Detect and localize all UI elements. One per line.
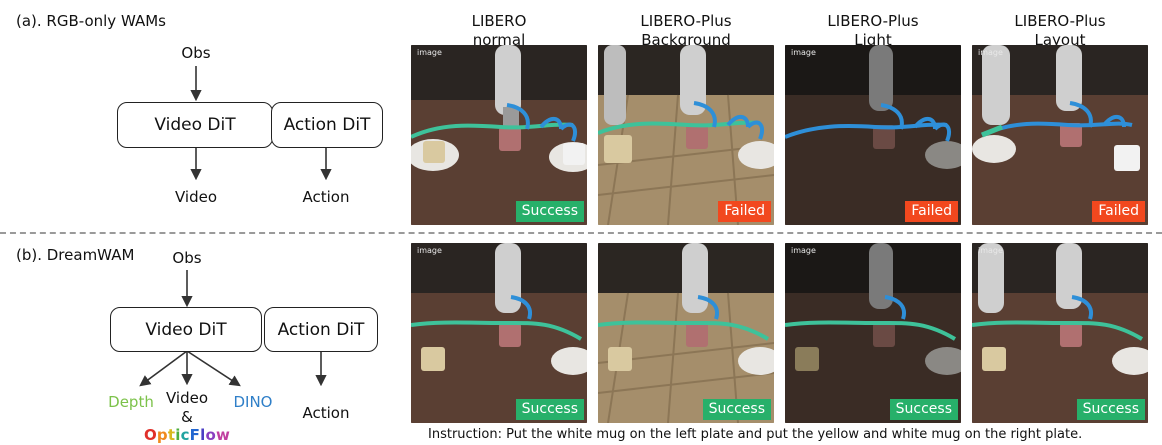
instruction-caption: Instruction: Put the white mug on the le… [428,427,1083,442]
result-badge: Success [702,399,771,420]
column-header-line1: LIBERO [471,12,527,30]
action-dit-box-a: Action DiT [271,102,383,148]
frame-b-layout: image Success [972,243,1148,423]
result-badge: Failed [718,201,771,222]
video-dit-box-a: Video DiT [117,102,273,148]
frame-a-background: Failed [598,45,774,225]
robot-scene-image [598,243,774,423]
section-divider [0,232,1162,234]
column-header-line2: normal [472,31,526,49]
opticflow-letter: o [205,426,216,444]
column-header-line2: Background [641,31,731,49]
image-tag: image [417,246,442,255]
opticflow-letter: t [167,426,176,444]
opticflow-letter: p [156,426,168,444]
result-badge: Failed [905,201,958,222]
column-header-line2: Light [854,31,892,49]
column-header-background: LIBERO-Plus Background [598,12,774,50]
robot-scene-image [411,243,587,423]
section-b-label: (b). DreamWAM [16,246,135,264]
action-output-b: Action [302,404,350,422]
result-badge: Failed [1092,201,1145,222]
robot-scene-image [972,45,1148,225]
opticflow-letter: O [143,426,157,444]
video-dit-label-b: Video DiT [145,319,227,340]
section-a-label: (a). RGB-only WAMs [16,12,166,30]
opticflow-letter: F [189,426,201,444]
column-header-line2: Layout [1034,31,1086,49]
video-dit-box-b: Video DiT [110,307,262,352]
dino-output: DINO [233,393,273,411]
arrow-video-dit-to-dino [186,350,241,387]
robot-scene-image [411,45,587,225]
obs-label-b: Obs [172,249,202,267]
image-tag: image [791,48,816,57]
column-header-light: LIBERO-Plus Light [785,12,961,50]
action-dit-label-a: Action DiT [283,115,371,135]
robot-scene-image [785,45,961,225]
result-badge: Success [515,201,584,222]
result-badge: Success [889,399,958,420]
opticflow-letter: c [180,426,190,444]
video-output-b: Video [165,389,209,407]
frame-a-light: image Failed [785,45,961,225]
opticflow-letter: l [200,426,206,444]
image-tag: image [791,246,816,255]
video-output-a: Video [174,188,218,206]
video-dit-label-a: Video DiT [154,115,236,135]
image-tag: image [417,48,442,57]
action-dit-label-b: Action DiT [277,319,365,340]
column-header-libero-normal: LIBERO normal [411,12,587,50]
frame-b-light: image Success [785,243,961,423]
result-badge: Success [1076,399,1145,420]
depth-output: Depth [108,393,154,411]
column-header-line1: LIBERO-Plus [1014,12,1106,30]
image-tag: image [978,246,1003,255]
image-tag: image [978,48,1003,57]
arrow-video-dit-to-depth [139,350,188,387]
obs-label-a: Obs [181,44,211,62]
ampersand-label: & [181,408,193,426]
result-badge: Success [515,399,584,420]
frame-b-normal: image Success [411,243,587,423]
frame-a-normal: image Success [411,45,587,225]
action-output-a: Action [302,188,350,206]
robot-scene-image [972,243,1148,423]
robot-scene-image [785,243,961,423]
action-dit-box-b: Action DiT [264,307,378,352]
column-header-line1: LIBERO-Plus [827,12,919,30]
column-header-layout: LIBERO-Plus Layout [972,12,1148,50]
frame-a-layout: image Failed [972,45,1148,225]
column-header-line1: LIBERO-Plus [640,12,732,30]
opticflow-letter: w [215,426,231,444]
frame-b-background: Success [598,243,774,423]
robot-scene-image [598,45,774,225]
opticflow-letter: i [175,426,181,444]
opticflow-output: OpticFlow [139,426,235,444]
